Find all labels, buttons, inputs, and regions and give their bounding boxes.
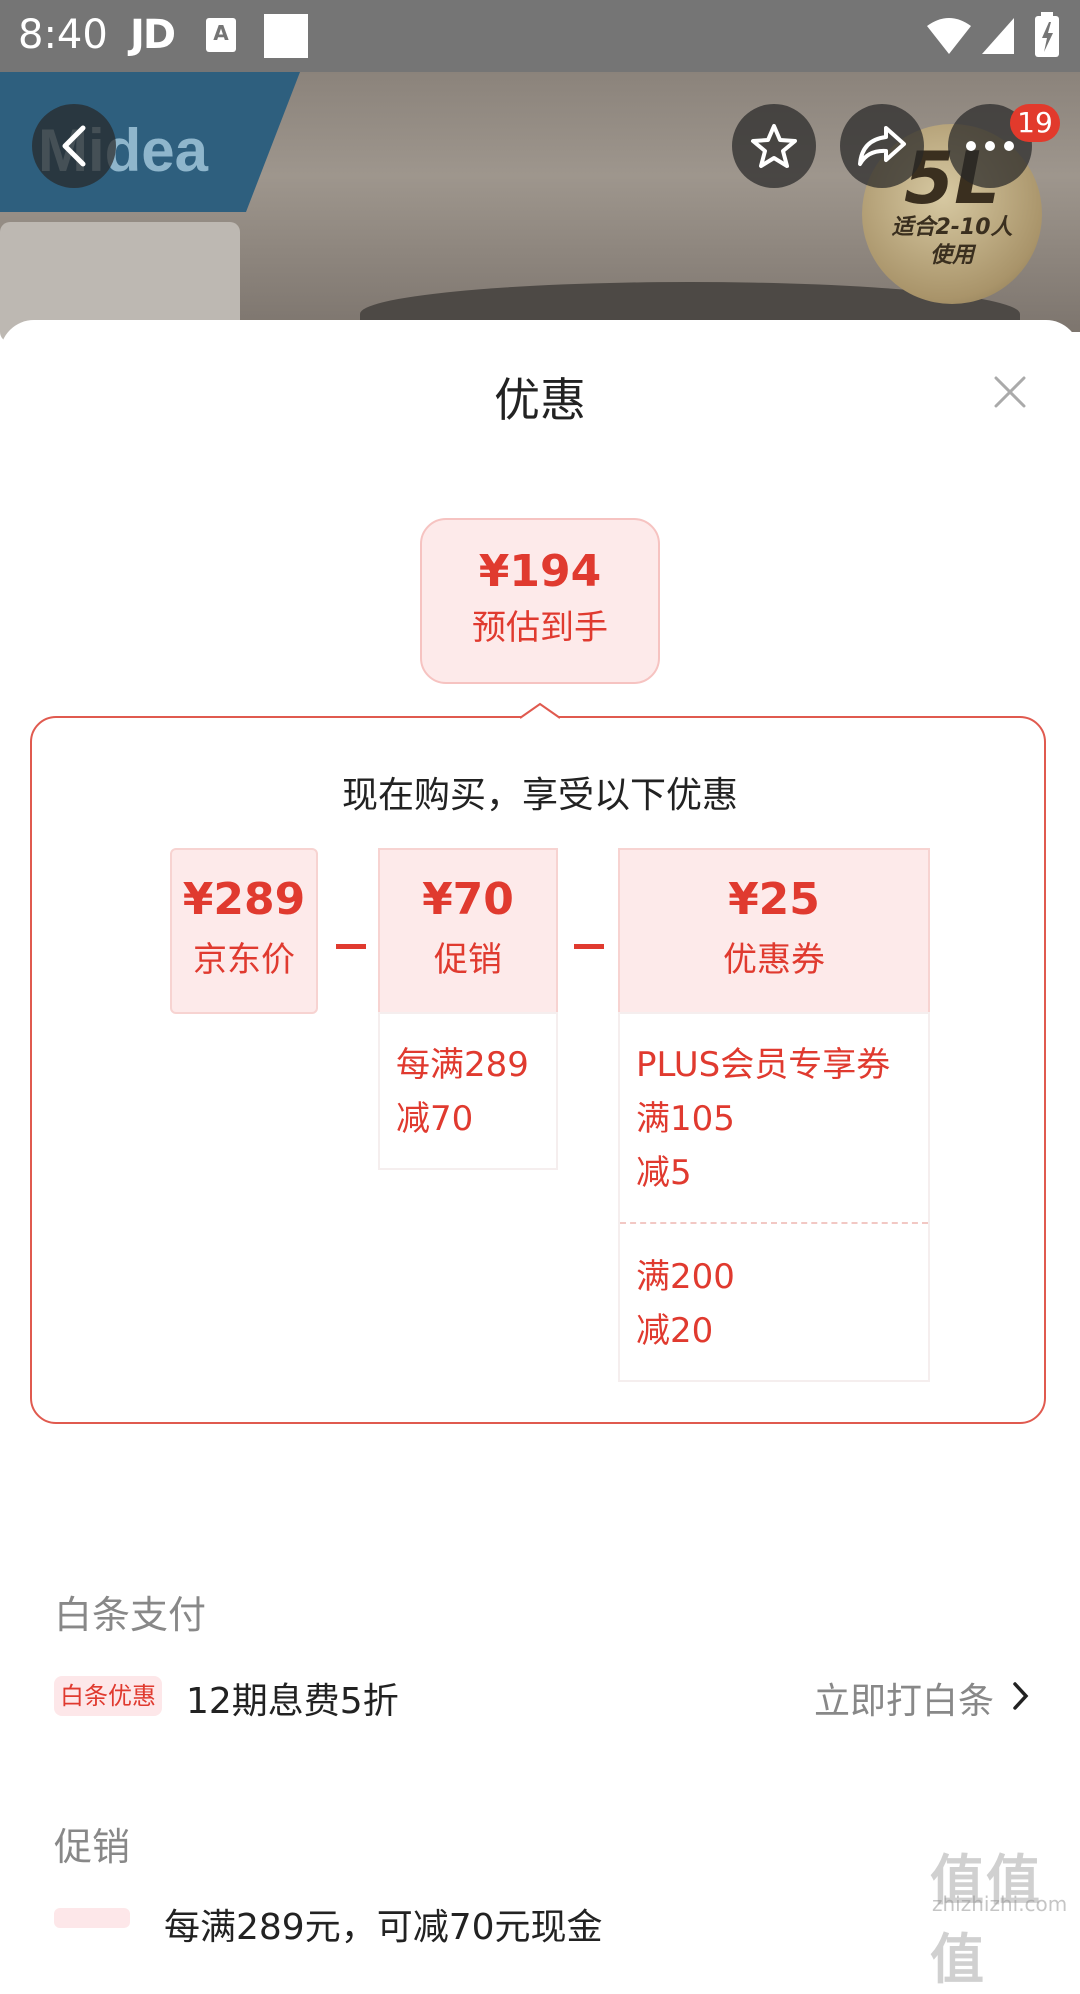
star-icon [751, 124, 797, 168]
estimated-price: ¥194 [478, 546, 602, 597]
promotion-label: 促销 [434, 940, 502, 980]
estimated-price-label: 预估到手 [472, 608, 608, 648]
breakdown-heading: 现在购买，享受以下优惠 [341, 775, 738, 816]
coupon-detail-line: 减20 [636, 1311, 714, 1351]
discount-sheet: 优惠 ¥194 预估到手 现在购买，享受以下优惠 ¥289 京东价 ¥70 促销… [0, 320, 1080, 1920]
baitiao-section-title: 白条支付 [54, 1593, 207, 1637]
promotion-detail-line: 每满289 [396, 1045, 529, 1085]
message-count-badge: 19 [1010, 104, 1060, 142]
notification-square-icon [264, 14, 308, 58]
product-image-header: Midea 5L 适合2-10人 使用 19 [0, 72, 1080, 362]
favorite-button[interactable] [732, 104, 816, 188]
promotion-detail-line: 减70 [396, 1099, 474, 1139]
promotion-item-text[interactable]: 每满289元，可减70元现金 [164, 1907, 603, 1948]
coupon-tile: ¥25 优惠券 [618, 848, 930, 1014]
discount-breakdown: 现在购买，享受以下优惠 ¥289 京东价 ¥70 促销 每满289 减70 ¥2… [30, 716, 1046, 1424]
battery-icon [1035, 12, 1059, 57]
promotion-tag [54, 1908, 130, 1928]
coupon-detail-line: PLUS会员专享券 [636, 1045, 891, 1085]
coupon-detail-line: 满105 [636, 1099, 735, 1139]
jd-price-value: ¥289 [182, 874, 306, 925]
jd-price-tile: ¥289 京东价 [170, 848, 318, 1014]
close-icon[interactable] [990, 372, 1030, 412]
chevron-right-icon[interactable] [1010, 1680, 1030, 1712]
capacity-line1: 适合2-10人 [891, 215, 1013, 240]
coupon-label: 优惠券 [723, 940, 825, 980]
more-dots-icon [966, 141, 1014, 151]
promotion-value: ¥70 [422, 874, 514, 925]
status-bar: 8:40 JD A [0, 0, 1080, 72]
baitiao-offer-text: 12期息费5折 [186, 1681, 399, 1722]
share-button[interactable] [840, 104, 924, 188]
coupon-detail-line: 满200 [636, 1257, 735, 1297]
promotion-detail: 每满289 减70 [378, 1012, 558, 1170]
chevron-left-icon [62, 125, 86, 167]
back-button[interactable] [32, 104, 116, 188]
coupon-divider [620, 1222, 928, 1224]
status-time: 8:40 [18, 12, 108, 58]
promotion-tile: ¥70 促销 [378, 848, 558, 1014]
wifi-icon [927, 18, 971, 54]
text-notification-icon: A [206, 18, 236, 52]
sheet-title: 优惠 [494, 373, 586, 427]
signal-icon [982, 18, 1014, 54]
promotion-section-title: 促销 [54, 1825, 131, 1869]
share-icon [858, 126, 906, 166]
baitiao-tag: 白条优惠 [54, 1676, 162, 1716]
minus-sign [574, 944, 604, 949]
jd-app-icon: JD [130, 12, 176, 58]
capacity-line2: 使用 [929, 243, 974, 268]
minus-sign [336, 944, 366, 949]
coupon-detail: PLUS会员专享券 满105 减5 满200 减20 [618, 1012, 930, 1382]
baitiao-action-link[interactable]: 立即打白条 [814, 1681, 995, 1722]
estimated-price-box: ¥194 预估到手 [420, 518, 660, 684]
coupon-detail-line: 减5 [636, 1153, 692, 1193]
pointer-notch [519, 702, 561, 719]
coupon-value: ¥25 [728, 874, 820, 925]
watermark-logo: 值值值 [930, 1849, 1042, 1991]
watermark-url: zhizhizhi.com [932, 1892, 1068, 1916]
jd-price-label: 京东价 [193, 940, 295, 980]
